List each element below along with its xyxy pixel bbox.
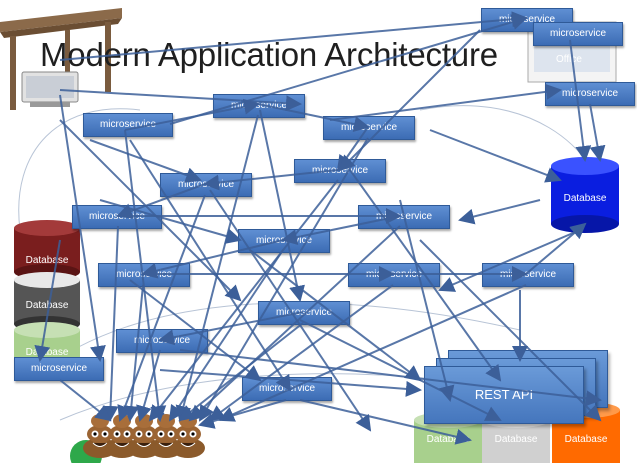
microservice-5[interactable]: microservice (83, 113, 173, 137)
microservice-10[interactable]: microservice (358, 205, 450, 229)
database-bottom-gray-label: Database (494, 434, 538, 445)
microservice-11[interactable]: microservice (238, 229, 330, 253)
office-label: Office (556, 54, 582, 65)
database-green-label: Database (25, 347, 69, 358)
microservice-2[interactable]: microservice (533, 22, 623, 46)
microservice-14[interactable]: microservice (482, 263, 574, 287)
database-bottom-orange-label: Database (564, 434, 608, 445)
page-title: Modern Application Architecture (40, 36, 498, 73)
microservice-7[interactable]: microservice (294, 159, 386, 183)
microservice-18[interactable]: microservice (242, 377, 332, 401)
database-blue-label: Database (563, 193, 607, 204)
database-blue (551, 157, 619, 233)
database-stack-left (14, 220, 80, 360)
rest-api-box[interactable]: REST API (424, 366, 584, 424)
poop-emoji-icon (83, 414, 205, 458)
microservice-9[interactable]: microservice (72, 205, 162, 229)
microservice-17[interactable]: microservice (14, 357, 104, 381)
microservice-6[interactable]: microservice (323, 116, 415, 140)
microservice-16[interactable]: microservice (116, 329, 208, 353)
microservice-3[interactable]: microservice (545, 82, 635, 106)
database-bottom-green-label: Database (426, 434, 470, 445)
database-red-label: Database (25, 255, 69, 266)
poop-emoji-icon (171, 414, 205, 458)
microservice-8[interactable]: microservice (160, 173, 252, 197)
microservice-13[interactable]: microservice (348, 263, 440, 287)
microservice-12[interactable]: microservice (98, 263, 190, 287)
database-gray-label: Database (25, 300, 69, 311)
microservice-15[interactable]: microservice (258, 301, 350, 325)
microservice-4[interactable]: microservice (213, 94, 305, 118)
